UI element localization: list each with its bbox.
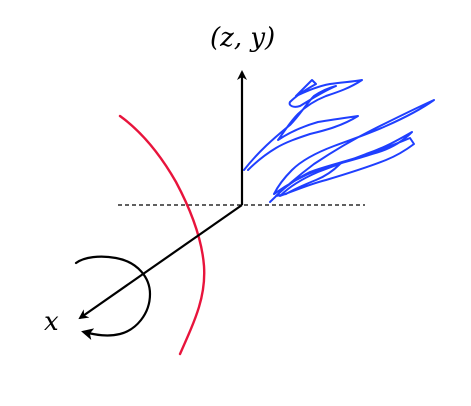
blue-scribble-group (243, 79, 435, 203)
blue-stroke-upper (243, 79, 363, 171)
x-axis (78, 204, 243, 320)
vertical-axis-label: (z, y) (210, 23, 275, 53)
x-axis-label: x (44, 307, 59, 337)
red-curve (118, 114, 206, 356)
blue-stroke-lower (269, 99, 435, 203)
rotation-arrow-icon (74, 255, 152, 341)
